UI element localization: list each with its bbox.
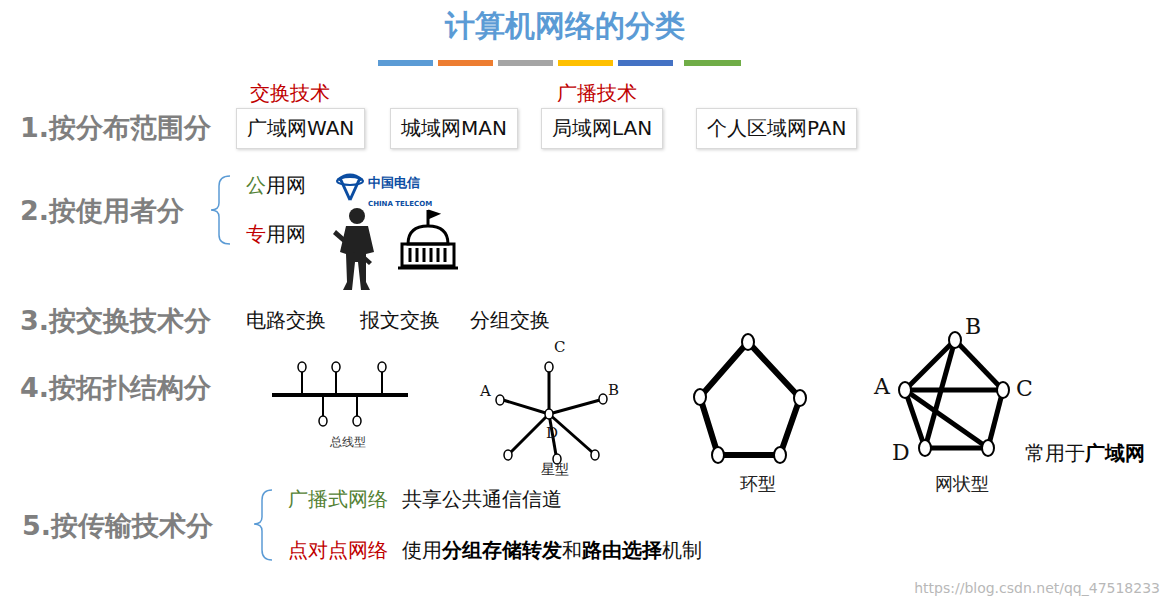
category-heading: 2.按使用者分 bbox=[20, 195, 184, 226]
text-row: 专用网 bbox=[246, 221, 306, 248]
category-box: 城域网MAN bbox=[390, 108, 518, 149]
label-text: 星型 bbox=[541, 461, 569, 477]
text-row: 4.按拓扑结构分 bbox=[20, 370, 211, 406]
text-row: 网状型 bbox=[935, 472, 989, 496]
mesh-topology bbox=[899, 332, 1009, 456]
text-row: B bbox=[608, 380, 619, 399]
text-row: 5.按传输技术分 bbox=[22, 508, 213, 544]
text-row: B bbox=[965, 314, 981, 339]
text-row: A bbox=[874, 374, 890, 399]
text-row: 广播式网络共享公共通信信道 bbox=[288, 486, 562, 513]
label-text: A bbox=[480, 382, 491, 400]
label-text: C bbox=[1016, 376, 1033, 401]
text-row: C bbox=[1016, 376, 1033, 401]
category-heading: 3.按交换技术分 bbox=[20, 305, 211, 336]
star-topology bbox=[496, 362, 607, 464]
text-row: 电路交换 bbox=[246, 307, 326, 334]
text-row: 1.按分布范围分 bbox=[20, 110, 211, 146]
text-row: 总线型 bbox=[330, 431, 366, 451]
label-text: 点对点网络 bbox=[288, 538, 388, 562]
text-row: 环型 bbox=[740, 472, 776, 496]
label-text: 路由选择 bbox=[582, 538, 662, 562]
category-box: 广域网WAN bbox=[236, 108, 365, 149]
telecom-logo bbox=[330, 168, 440, 204]
text-row: 中国电信 bbox=[368, 172, 420, 192]
label-text: 广播式网络 bbox=[288, 487, 388, 511]
label-text: 专用网 bbox=[246, 221, 306, 248]
label-text: B bbox=[965, 314, 981, 339]
text-row: C bbox=[554, 337, 565, 356]
text-row: 常用于广域网 bbox=[1025, 440, 1145, 467]
label-text: D bbox=[892, 440, 910, 465]
label-text: 广播技术 bbox=[557, 81, 637, 105]
category-heading: 5.按传输技术分 bbox=[22, 510, 213, 541]
text-row: 报文交换 bbox=[360, 307, 440, 334]
text-row: D bbox=[892, 440, 910, 465]
label-text: 环型 bbox=[740, 473, 776, 494]
page-title: 计算机网络的分类 bbox=[0, 6, 1130, 47]
box-text: 广域网WAN bbox=[247, 116, 354, 140]
title-bars bbox=[378, 60, 741, 66]
ring-topology bbox=[694, 334, 806, 463]
category-box: 局域网LAN bbox=[541, 108, 663, 149]
box-text: 个人区域网PAN bbox=[707, 116, 846, 140]
text-row: 3.按交换技术分 bbox=[20, 303, 211, 339]
label-text: 报文交换 bbox=[360, 308, 440, 332]
building-icon bbox=[398, 210, 458, 268]
text-row: 交换技术 bbox=[250, 80, 330, 107]
label-text: 和 bbox=[562, 538, 582, 562]
category-box: 个人区域网PAN bbox=[696, 108, 857, 149]
label-text: A bbox=[874, 374, 890, 399]
category-heading: 1.按分布范围分 bbox=[20, 112, 211, 143]
box-text: 局域网LAN bbox=[552, 116, 652, 140]
box-text: 城域网MAN bbox=[401, 116, 507, 140]
text-row: https://blog.csdn.net/qq_47518233 bbox=[914, 578, 1160, 597]
label-text: 交换技术 bbox=[250, 81, 330, 105]
label-text: D bbox=[546, 424, 558, 442]
soldier-icon bbox=[333, 208, 374, 290]
text-row: 分组交换 bbox=[470, 307, 550, 334]
bus-topology bbox=[272, 362, 408, 426]
label-text: 共享公共通信信道 bbox=[402, 487, 562, 511]
text-row: 广播技术 bbox=[557, 80, 637, 107]
label-text: 广域网 bbox=[1085, 441, 1145, 465]
text-row: D bbox=[546, 423, 558, 442]
label-text: 常用于 bbox=[1025, 441, 1085, 465]
label-text: 使用 bbox=[402, 538, 442, 562]
label-text: 电路交换 bbox=[246, 308, 326, 332]
text-row: A bbox=[480, 381, 491, 400]
label-text: https://blog.csdn.net/qq_47518233 bbox=[914, 580, 1160, 596]
text-row: CHINA TELECOM bbox=[368, 191, 432, 210]
label-text: 网状型 bbox=[935, 473, 989, 494]
label-text: 分组存储转发 bbox=[442, 538, 562, 562]
text-row: 星型 bbox=[541, 459, 569, 479]
text-row: 点对点网络使用分组存储转发和路由选择机制 bbox=[288, 537, 702, 564]
label-text: C bbox=[554, 338, 565, 356]
text-row: 公用网 bbox=[246, 172, 306, 199]
label-text: 机制 bbox=[662, 538, 702, 562]
label-text: B bbox=[608, 381, 619, 399]
label-text: 中国电信 bbox=[368, 175, 420, 190]
label-text: 公用网 bbox=[246, 172, 306, 199]
label-text: CHINA TELECOM bbox=[368, 200, 432, 208]
text-row: 2.按使用者分 bbox=[20, 193, 184, 229]
label-text: 总线型 bbox=[330, 435, 366, 449]
label-text: 分组交换 bbox=[470, 308, 550, 332]
category-heading: 4.按拓扑结构分 bbox=[20, 372, 211, 403]
